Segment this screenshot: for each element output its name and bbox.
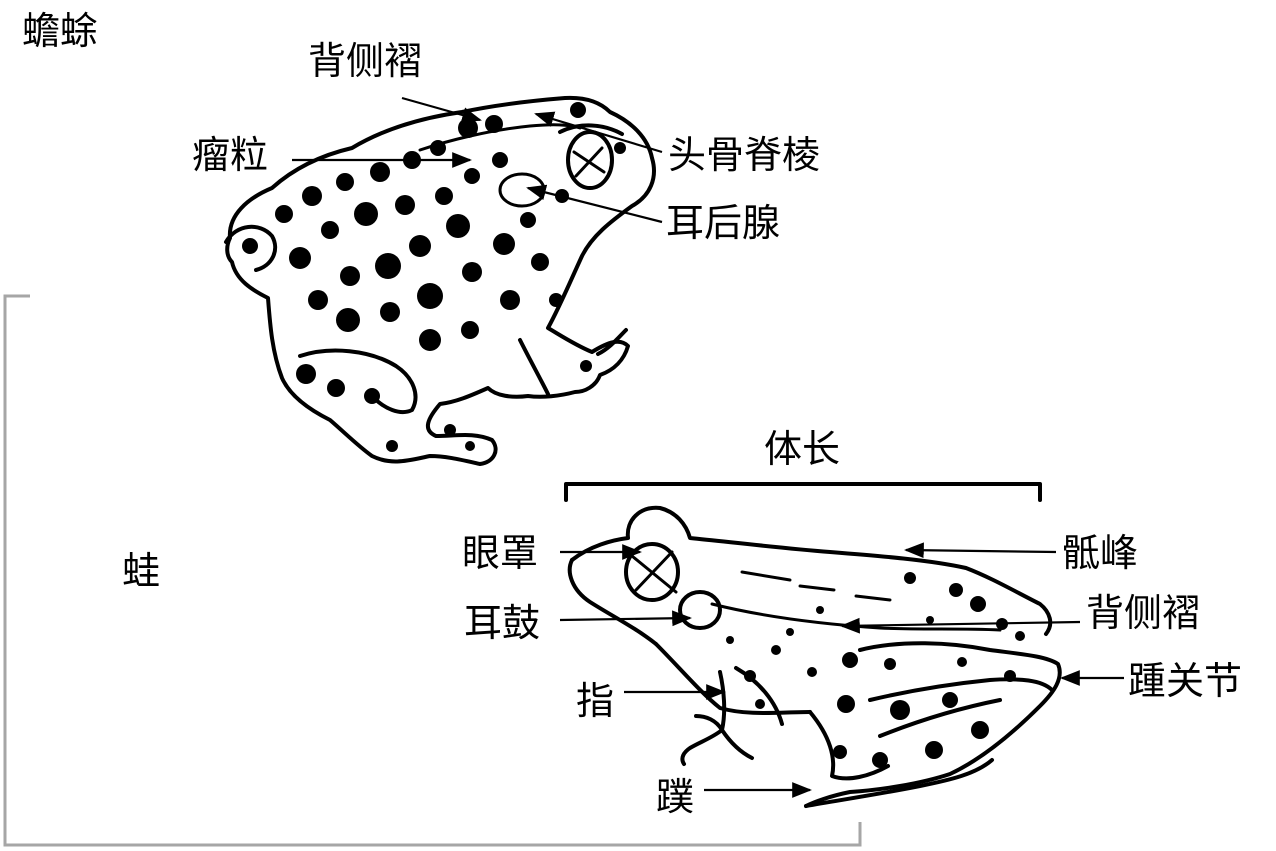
leader-toad-dorsolateral-fold bbox=[401, 96, 482, 123]
frog-label-web: 蹼 bbox=[656, 775, 694, 819]
toad-label-parotoid-gland: 耳后腺 bbox=[666, 201, 780, 245]
leader-frog-dorsolateral-fold bbox=[840, 617, 1081, 634]
body-length-bracket bbox=[564, 482, 1042, 502]
frog-label-sacral-hump: 骶峰 bbox=[1062, 531, 1138, 575]
leader-toad-cranial-crest bbox=[534, 111, 663, 154]
frog-label-body-length: 体长 bbox=[764, 427, 840, 471]
toad-label-cranial-crest: 头骨脊棱 bbox=[668, 133, 820, 177]
frog-label-heel-joint: 踵关节 bbox=[1128, 659, 1242, 703]
toad-title: 蟾蜍 bbox=[22, 9, 98, 53]
frog-illustration bbox=[567, 505, 1062, 808]
leader-frog-tympanum bbox=[559, 610, 692, 627]
frog-label-tympanum: 耳鼓 bbox=[464, 601, 540, 645]
toad-label-dorsolateral-fold: 背侧褶 bbox=[308, 39, 422, 83]
grouping-bracket bbox=[3, 294, 862, 847]
toad-illustration bbox=[224, 95, 656, 466]
frog-label-eyelid: 眼罩 bbox=[462, 531, 538, 575]
leader-toad-parotoid-gland bbox=[526, 184, 663, 224]
frog-title: 蛙 bbox=[122, 549, 160, 593]
toad-label-tubercles: 瘤粒 bbox=[192, 133, 268, 177]
frog-label-dorsolateral-fold: 背侧褶 bbox=[1086, 591, 1200, 635]
frog-label-finger: 指 bbox=[576, 679, 614, 723]
leader-frog-sacral-hump bbox=[904, 542, 1057, 559]
